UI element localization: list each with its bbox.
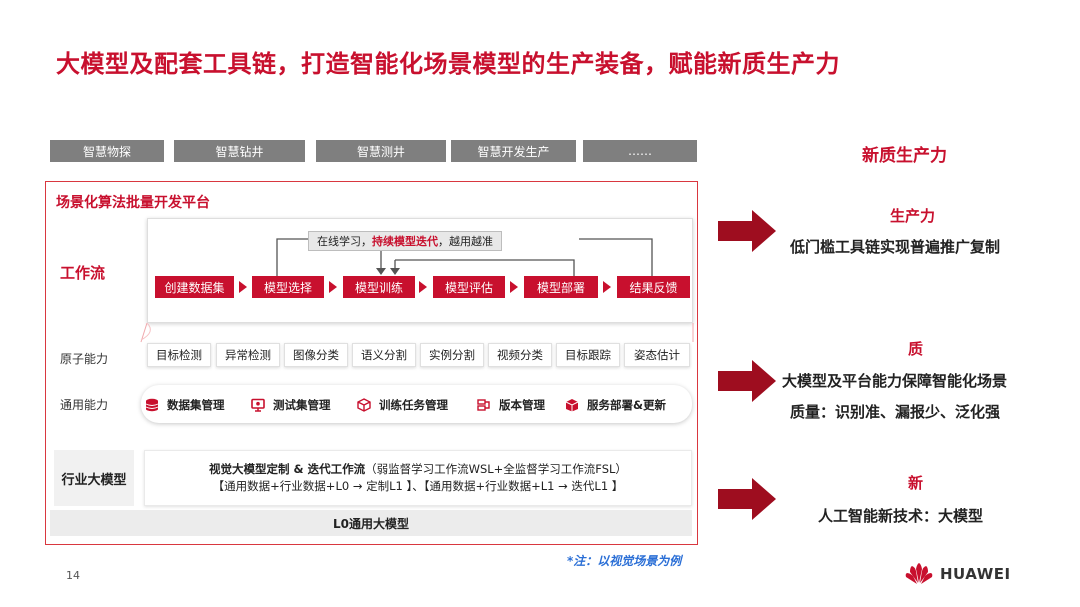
database-icon [145,398,159,412]
loop-highlight: 持续模型迭代 [372,235,438,248]
atomic-item: 目标检测 [147,343,211,367]
page-number: 14 [66,569,80,582]
general-item-label: 测试集管理 [273,398,331,412]
general-item-label: 版本管理 [499,398,545,412]
workflow-loop-lines [276,238,653,276]
general-item: 训练任务管理 [357,397,448,413]
huawei-flower-icon [905,563,933,584]
industry-line-1: 视觉大模型定制 & 迭代工作流（弱监督学习工作流WSL+全监督学习工作流FSL） [145,461,691,478]
industry-line-1-bold: 视觉大模型定制 & 迭代工作流 [209,462,366,476]
industry-box: 视觉大模型定制 & 迭代工作流（弱监督学习工作流WSL+全监督学习工作流FSL）… [144,450,692,506]
general-capabilities-box: 数据集管理 测试集管理 训练任务管理 版本管理 服务部署&更新 [141,385,692,423]
general-item-label: 服务部署&更新 [587,398,667,412]
scenario-tab-4: 智慧开发生产 [451,140,576,162]
general-item: 数据集管理 [145,397,225,413]
monitor-icon [251,398,265,412]
scenario-tab-1: 智慧物探 [50,140,164,162]
section-text-quality-2: 质量：识别准、漏报少、泛化强 [790,403,1001,421]
step-feedback: 结果反馈 [617,276,690,298]
footnote: *注：以视觉场景为例 [567,554,682,568]
scenario-tab-2: 智慧钻井 [174,140,305,162]
general-item: 测试集管理 [251,397,331,413]
page-title: 大模型及配套工具链，打造智能化场景模型的生产装备，赋能新质生产力 [56,50,840,78]
industry-line-1-rest: （弱监督学习工作流WSL+全监督学习工作流FSL） [365,462,627,476]
atomic-item: 目标跟踪 [556,343,620,367]
platform-title: 场景化算法批量开发平台 [56,195,210,211]
step-arrow-icon [603,281,611,293]
loop-label: 在线学习，持续模型迭代，越用越准 [308,231,502,251]
cube-icon [357,398,371,412]
step-model-train: 模型训练 [343,276,415,298]
step-create-dataset: 创建数据集 [155,276,234,298]
atomic-item: 异常检测 [216,343,280,367]
arrow-right-icon [718,210,776,252]
atomic-item: 实例分割 [420,343,484,367]
step-model-eval: 模型评估 [433,276,505,298]
atomic-item: 图像分类 [284,343,348,367]
huawei-logo: HUAWEI [904,563,1011,585]
general-item: 版本管理 [477,397,545,413]
funnel-lines [140,322,694,343]
platform-panel: 场景化算法批量开发平台 工作流 在线学习，持续模型迭代，越用越准 创建数据集 模… [45,181,698,545]
step-model-deploy: 模型部署 [524,276,598,298]
step-arrow-icon [510,281,518,293]
loop-prefix: 在线学习， [317,235,372,248]
atomic-label: 原子能力 [60,352,109,366]
step-arrow-icon [419,281,427,293]
section-text-productivity: 低门槛工具链实现普遍推广复制 [790,238,1001,256]
atomic-item: 姿态估计 [624,343,690,367]
brand-name: HUAWEI [940,565,1011,583]
industry-label: 行业大模型 [54,450,134,506]
section-head-productivity: 生产力 [890,207,936,225]
base-model-bar: L0通用大模型 [50,510,692,536]
atomic-item: 语义分割 [352,343,416,367]
scenario-tab-3: 智慧测井 [316,140,446,162]
step-arrow-icon [329,281,337,293]
version-icon [477,398,491,412]
right-heading: 新质生产力 [862,146,947,166]
section-head-quality: 质 [908,340,924,358]
general-item: 服务部署&更新 [565,397,666,413]
industry-line-2: 【通用数据+行业数据+L0 → 定制L1 】、【通用数据+行业数据+L1 → 迭… [212,479,624,493]
atomic-item: 视频分类 [488,343,552,367]
workflow-label: 工作流 [60,264,106,282]
scenario-tab-5: …… [583,140,697,162]
box-icon [565,398,579,412]
general-item-label: 数据集管理 [167,398,225,412]
section-head-new: 新 [908,474,924,492]
step-model-select: 模型选择 [252,276,324,298]
arrow-right-icon [718,478,776,520]
section-text-quality-1: 大模型及平台能力保障智能化场景 [782,372,1008,390]
step-arrow-icon [239,281,247,293]
general-label: 通用能力 [60,398,109,412]
section-text-new: 人工智能新技术：大模型 [818,507,984,525]
loop-suffix: ，越用越准 [438,235,493,248]
arrow-right-icon [718,360,776,402]
general-item-label: 训练任务管理 [379,398,448,412]
